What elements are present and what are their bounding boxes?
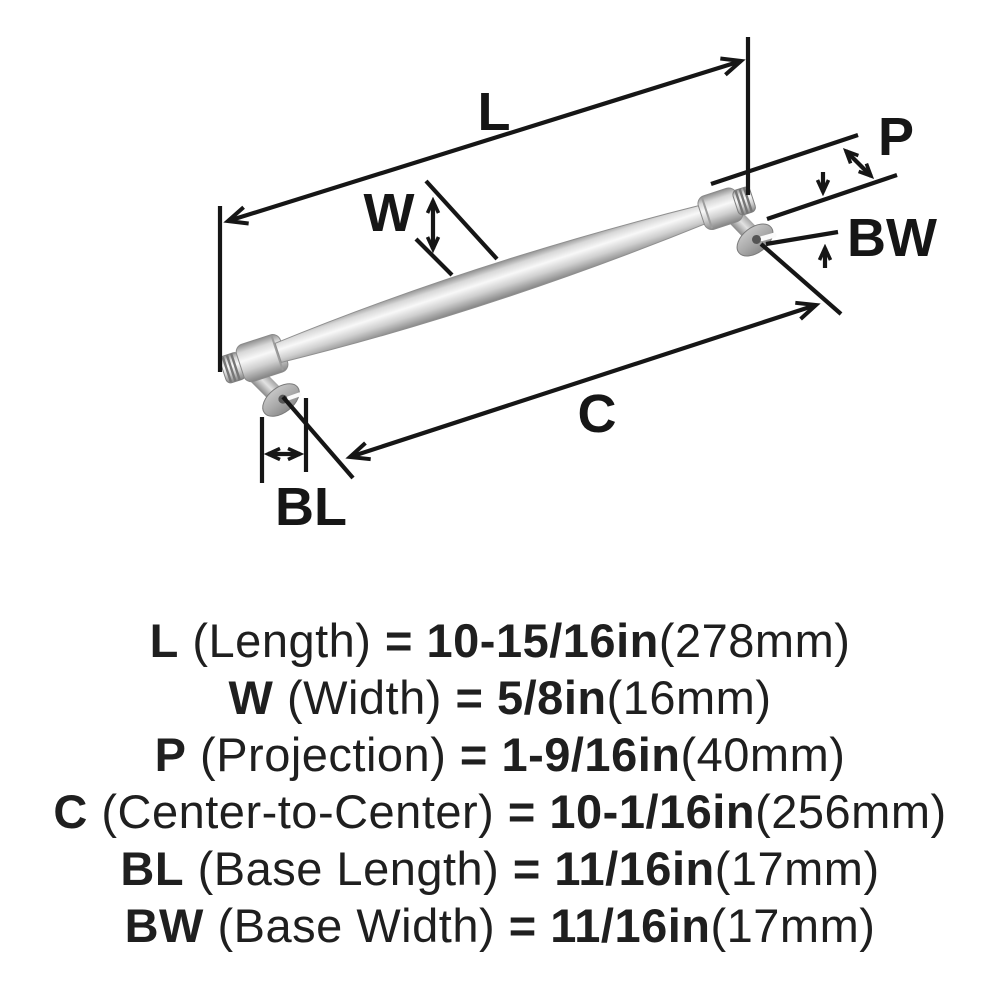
spec-row-base-width: BW (Base Width) = 11/16in(17mm) — [0, 897, 1000, 954]
spec-value-imperial: 11/16in — [550, 899, 711, 952]
spec-value-metric: (16mm) — [606, 671, 772, 724]
spec-equals: = — [455, 671, 484, 724]
p-dimension-arrow — [846, 151, 871, 176]
spec-value-imperial: 10-1/16in — [549, 785, 756, 838]
spec-abbr: P — [154, 728, 187, 781]
spec-name: (Width) — [286, 671, 442, 724]
spec-value-metric: (17mm) — [714, 842, 880, 895]
dimension-lines — [217, 37, 898, 483]
left-ferrule-ridges — [221, 353, 241, 383]
label-width: W — [364, 183, 415, 243]
spec-row-center-to-center: C (Center-to-Center) = 10-1/16in(256mm) — [0, 783, 1000, 840]
spec-name: (Projection) — [200, 728, 447, 781]
label-base-length: BL — [275, 477, 347, 537]
spec-abbr: L — [149, 614, 179, 667]
spec-value-metric: (278mm) — [658, 614, 851, 667]
spec-name: (Base Length) — [197, 842, 500, 895]
spec-name: (Base Width) — [217, 899, 496, 952]
spec-equals: = — [507, 785, 536, 838]
spec-name: (Length) — [192, 614, 372, 667]
spec-value-imperial: 5/8in — [496, 671, 607, 724]
spec-abbr: BL — [120, 842, 185, 895]
l-dimension-arrow — [223, 56, 746, 226]
left-cap-groove — [270, 335, 284, 371]
bw-reference-line — [765, 229, 839, 247]
spec-equals: = — [508, 899, 537, 952]
spec-equals: = — [459, 728, 488, 781]
label-length: L — [478, 82, 511, 142]
label-center-to-center: C — [578, 384, 617, 444]
spec-value-metric: (40mm) — [680, 728, 846, 781]
spec-value-metric: (256mm) — [755, 785, 947, 838]
spec-name: (Center-to-Center) — [101, 785, 495, 838]
spec-equals: = — [512, 842, 541, 895]
spec-abbr: C — [53, 785, 88, 838]
label-base-width: BW — [847, 208, 937, 268]
spec-value-imperial: 11/16in — [554, 842, 715, 895]
spec-value-imperial: 10-15/16in — [426, 614, 659, 667]
left-base-slot — [285, 392, 302, 401]
c-extension-line-left — [281, 395, 355, 480]
c-extension-line-right — [759, 242, 843, 316]
spec-row-base-length: BL (Base Length) = 11/16in(17mm) — [0, 840, 1000, 897]
right-base-screw-hole — [751, 234, 761, 244]
p-reference-line-upper — [710, 133, 859, 186]
c-dimension-arrow — [345, 300, 821, 462]
dimension-letter-labels: L W P BW C BL — [275, 82, 937, 537]
spec-equals: = — [385, 614, 413, 667]
w-tick-lower — [414, 237, 454, 277]
tapered-bar — [274, 204, 708, 363]
spec-list: L (Length) = 10-15/16in(278mm) W (Width)… — [0, 612, 1000, 954]
spec-row-width: W (Width) = 5/8in(16mm) — [0, 669, 1000, 726]
spec-abbr: W — [228, 671, 274, 724]
spec-row-length: L (Length) = 10-15/16in(278mm) — [0, 612, 1000, 669]
p-reference-line-lower — [766, 173, 898, 221]
spec-abbr: BW — [124, 899, 204, 952]
spec-row-projection: P (Projection) = 1-9/16in(40mm) — [0, 726, 1000, 783]
right-base-slot — [759, 232, 777, 242]
spec-value-imperial: 1-9/16in — [501, 728, 681, 781]
label-projection: P — [878, 107, 914, 167]
spec-value-metric: (17mm) — [710, 899, 876, 952]
pull-handle-body — [219, 186, 756, 384]
w-tick-upper — [424, 179, 499, 261]
